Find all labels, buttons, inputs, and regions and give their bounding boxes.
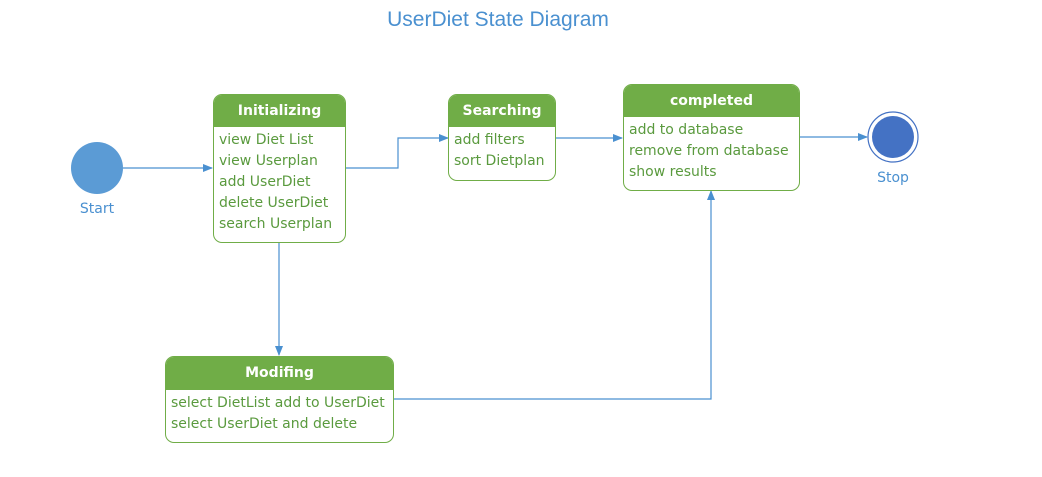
state-action: sort Dietplan (454, 153, 545, 169)
state-modifing-actions: select DietList add to UserDiet select U… (166, 390, 393, 435)
state-initializing: Initializing view Diet List view Userpla… (213, 94, 346, 243)
state-action: add to database (629, 122, 744, 138)
state-action: add UserDiet (219, 174, 311, 190)
state-completed: completed add to database remove from da… (623, 84, 800, 191)
state-action: view Userplan (219, 153, 318, 169)
state-action: show results (629, 164, 717, 180)
state-initializing-title: Initializing (214, 95, 345, 127)
state-action: view Diet List (219, 132, 314, 148)
state-searching-actions: add filters sort Dietplan (449, 127, 555, 172)
state-action: remove from database (629, 143, 789, 159)
state-completed-actions: add to database remove from database sho… (624, 117, 799, 183)
state-action: select UserDiet and delete (171, 416, 358, 432)
transition-modifing-to-completed (394, 190, 715, 400)
state-searching-title: Searching (449, 95, 555, 127)
state-searching: Searching add filters sort Dietplan (448, 94, 556, 181)
state-completed-title: completed (624, 85, 799, 117)
state-modifing: Modifing select DietList add to UserDiet… (165, 356, 394, 443)
state-action: search Userplan (219, 216, 333, 232)
state-initializing-actions: view Diet List view Userplan add UserDie… (214, 127, 345, 235)
stop-node (872, 116, 914, 158)
transition-initializing-to-searching (346, 134, 449, 169)
start-node (71, 142, 123, 194)
start-label: Start (79, 201, 115, 217)
diagram-title: UserDiet State Diagram (387, 8, 609, 31)
state-modifing-title: Modifing (166, 357, 393, 390)
state-action: add filters (454, 132, 525, 148)
state-action: select DietList add to UserDiet (171, 395, 385, 411)
state-action: delete UserDiet (219, 195, 329, 211)
stop-label: Stop (877, 170, 909, 186)
